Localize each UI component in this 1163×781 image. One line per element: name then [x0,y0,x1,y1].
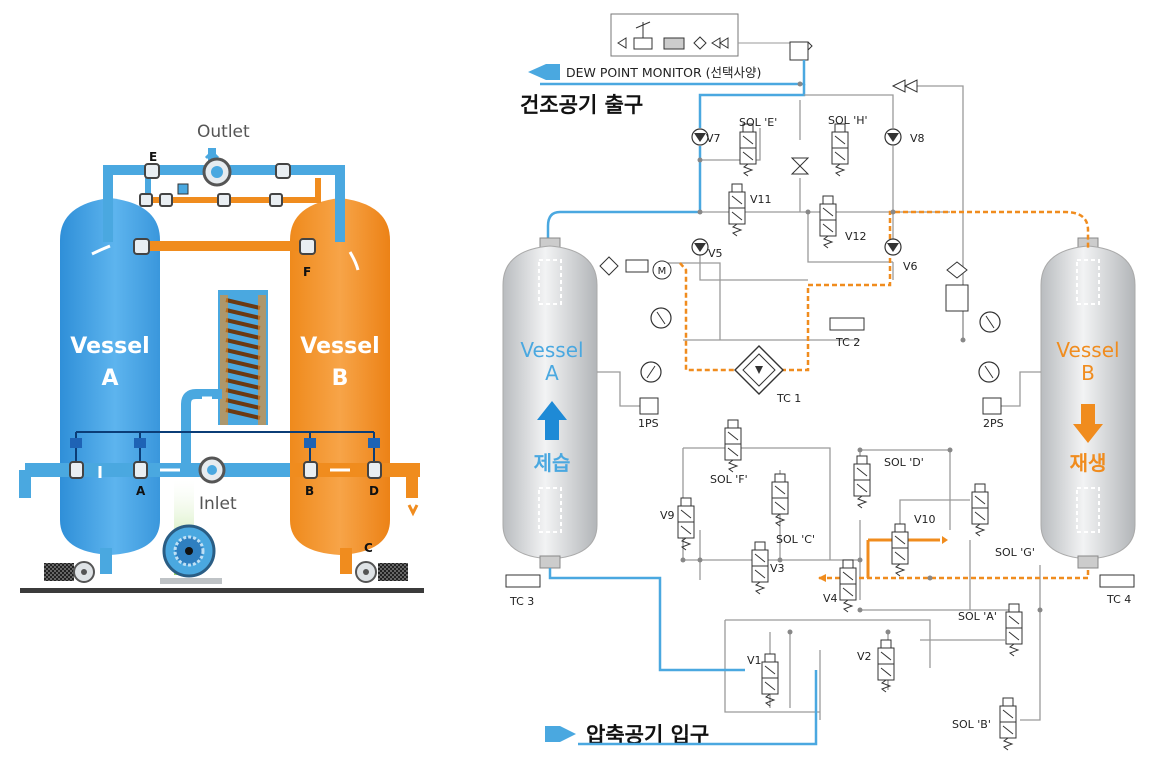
solenoid-v4 [839,559,857,613]
left-vessel-a-line1: Vessel [70,334,149,359]
left-drain-muffler-a [44,563,74,581]
tc4-sensor [1099,574,1135,588]
label-v8: V8 [910,132,925,145]
regen-label: 재생 [1070,451,1107,475]
left-label-a: A [136,484,146,498]
solenoid-v11 [728,183,746,237]
right-schematic: DEW POINT MONITOR (선택사양) 건조공기 출구 압축공기 입구… [502,13,1136,751]
solenoid-v1 [761,653,779,707]
solenoid-sol-g [971,483,989,537]
left-vessel-a-line2: A [101,366,118,391]
label-v2: V2 [857,650,872,663]
label-v4: V4 [823,592,838,605]
solenoid-sol-d [853,455,871,509]
label-v6: V6 [903,260,918,273]
label-tc2: TC 2 [835,336,860,349]
label-v5: V5 [708,247,723,260]
solenoid-v12 [819,195,837,249]
left-vessel-b-line2: B [332,366,349,391]
solenoid-v10 [891,523,909,577]
left-valve-top-right [275,163,291,179]
left-vessel-b-line1: Vessel [300,334,379,359]
label-sol-a: SOL 'A' [958,610,997,623]
left-label-c: C [364,541,373,555]
left-label-b: B [305,484,314,498]
left-valve-b [303,461,318,479]
right-vessel-a-line2: A [545,361,559,385]
solenoid-sol-f [724,419,742,473]
label-sol-d: SOL 'D' [884,456,924,469]
solenoid-sol-h [831,123,849,177]
outlet-title: 건조공기 출구 [520,93,643,117]
left-label-e: E [149,150,157,164]
left-valve-a [133,461,148,479]
dew-point-monitor-box [610,13,739,57]
left-valve-d [367,461,382,479]
tc3-sensor [505,574,541,588]
label-v12: V12 [845,230,867,243]
left-valve-e [144,163,160,179]
adsorb-arrow [537,401,567,440]
adsorb-label: 제습 [534,451,571,475]
left-inlet-label: Inlet [199,494,237,514]
solenoid-v2 [877,639,895,693]
label-sol-c: SOL 'C' [776,533,815,546]
label-v9: V9 [660,509,675,522]
label-tc3: TC 3 [509,595,534,608]
label-2ps: 2PS [983,417,1004,430]
right-vessel-b-line2: B [1081,361,1095,385]
label-sol-e: SOL 'E' [739,116,777,129]
label-sol-b: SOL 'B' [952,718,991,731]
right-vessel-b [1040,245,1136,560]
label-sol-h: SOL 'H' [828,114,868,127]
label-tc1: TC 1 [776,392,801,405]
pressure-switch-2ps [982,397,1002,415]
solenoid-v3 [751,541,769,595]
label-sol-g: SOL 'G' [995,546,1035,559]
left-label-f: F [303,265,311,279]
label-v11: V11 [750,193,772,206]
left-illustration: Outlet Inlet Vessel A Vessel B E F A B D… [19,122,424,593]
solenoid-v9 [677,497,695,551]
pressure-switch-1ps [639,397,659,415]
ground-line [20,588,424,593]
tc2-sensor [829,317,865,331]
regen-arrow [1073,404,1103,443]
motor-m [652,260,672,280]
right-vessel-a [502,245,598,560]
label-tc4: TC 4 [1106,593,1131,606]
right-vessel-a-line1: Vessel [520,338,583,362]
label-v7: V7 [706,132,721,145]
solenoid-sol-b [999,697,1017,751]
label-v3: V3 [770,562,785,575]
left-valve-f [299,238,316,255]
label-v10: V10 [914,513,936,526]
solenoid-sol-e [739,123,757,177]
outlet-filter [946,261,968,279]
right-vessel-b-line1: Vessel [1056,338,1119,362]
dew-point-label: DEW POINT MONITOR (선택사양) [566,65,761,80]
label-v1: V1 [747,654,762,667]
label-sol-f: SOL 'F' [710,473,748,486]
left-outlet-label: Outlet [197,122,250,142]
solenoid-sol-a [1005,603,1023,657]
solenoid-sol-c [771,473,789,527]
motor-label: M [658,266,667,277]
left-label-d: D [369,484,379,498]
left-drain-muffler-b [378,563,408,581]
label-1ps: 1PS [638,417,659,430]
